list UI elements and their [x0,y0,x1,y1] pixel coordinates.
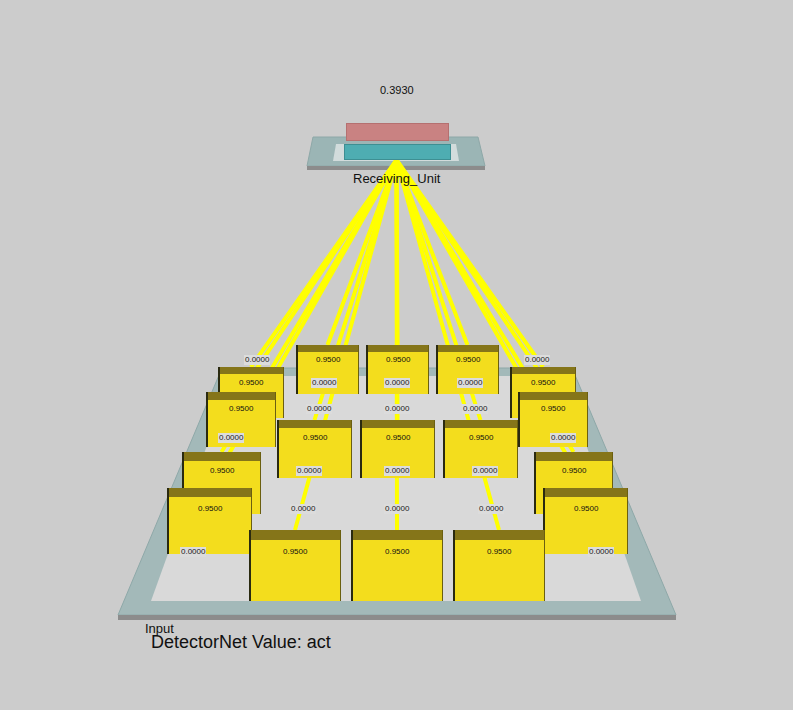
unit-value: 0.9500 [198,504,222,514]
unit-value: 0.0000 [244,355,270,365]
unit-value: 0.9500 [386,433,410,443]
unit-value: 0.0000 [550,433,576,443]
unit-value: 0.9500 [283,547,307,557]
unit-value: 0.0000 [311,378,337,388]
unit-value: 0.0000 [524,355,550,365]
inactive-unit: 0.0000 [198,431,264,445]
unit-value: 0.9500 [386,355,410,365]
unit-value: 0.9500 [562,466,586,476]
inactive-unit: 0.0000 [368,376,426,390]
inactive-unit: 0.0000 [229,353,285,367]
unit-value: 0.9500 [531,378,555,388]
unit-front [344,144,451,160]
unit-value: 0.0000 [472,466,498,476]
inactive-unit: 0.0000 [454,502,529,516]
unit-value: 0.0000 [218,433,244,443]
unit-value: 0.0000 [457,378,483,388]
view-caption: DetectorNet Value: act [151,632,331,652]
input-layer: Input0.00000.95000.95000.95000.00000.950… [118,340,678,640]
inactive-unit: 0.0000 [288,402,350,416]
inactive-unit: 0.0000 [152,545,234,559]
receiving-floor [333,144,459,161]
unit-value: 0.9500 [239,378,263,388]
unit-value: 0.9500 [316,355,340,365]
unit-value: 0.0000 [462,404,488,414]
unit-value: 0.9500 [469,433,493,443]
inactive-unit: 0.0000 [450,464,520,478]
active-unit: 0.9500 [351,530,443,601]
unit-value: 0.0000 [384,378,410,388]
inactive-unit: 0.0000 [360,502,435,516]
unit-value: 0.0000 [180,547,206,557]
unit-value: 0.3930 [380,84,414,97]
inactive-unit: 0.0000 [441,376,499,390]
unit-value: 0.0000 [384,466,410,476]
unit-value: 0.9500 [456,355,480,365]
unit-value: 0.0000 [384,404,410,414]
unit-value: 0.9500 [487,547,511,557]
active-unit: 0.9500 [249,530,341,601]
inactive-unit: 0.0000 [266,502,341,516]
unit-value: 0.0000 [296,466,322,476]
inactive-unit: 0.0000 [295,376,353,390]
unit-value: 0.0000 [384,504,410,514]
inactive-unit: 0.0000 [530,431,596,445]
inactive-unit: 0.0000 [362,464,432,478]
inactive-unit: 0.0000 [274,464,344,478]
inactive-unit: 0.0000 [444,402,506,416]
receiving-unit: 0.3930 [340,82,453,160]
inactive-unit: 0.0000 [509,353,565,367]
unit-value: 0.0000 [588,547,614,557]
inactive-unit: 0.0000 [366,402,428,416]
unit-value: 0.9500 [574,504,598,514]
active-unit: 0.9500 [543,488,628,554]
input-plate-edge [118,615,676,620]
unit-value: 0.9500 [229,404,253,414]
unit-value: 0.0000 [478,504,504,514]
layer-name: Receiving_Unit [353,171,440,186]
active-unit: 0.9500 [453,530,545,601]
unit-value: 0.9500 [385,547,409,557]
unit-value: 0.0000 [306,404,332,414]
receiving-layer: Receiving_Unit 0.3930 [300,82,493,188]
inactive-unit: 0.0000 [560,545,642,559]
unit-value: 0.0000 [290,504,316,514]
unit-value: 0.9500 [541,404,565,414]
unit-value: 0.9500 [303,433,327,443]
unit-value: 0.9500 [210,466,234,476]
unit-top [346,123,449,141]
active-unit: 0.9500 [167,488,252,554]
